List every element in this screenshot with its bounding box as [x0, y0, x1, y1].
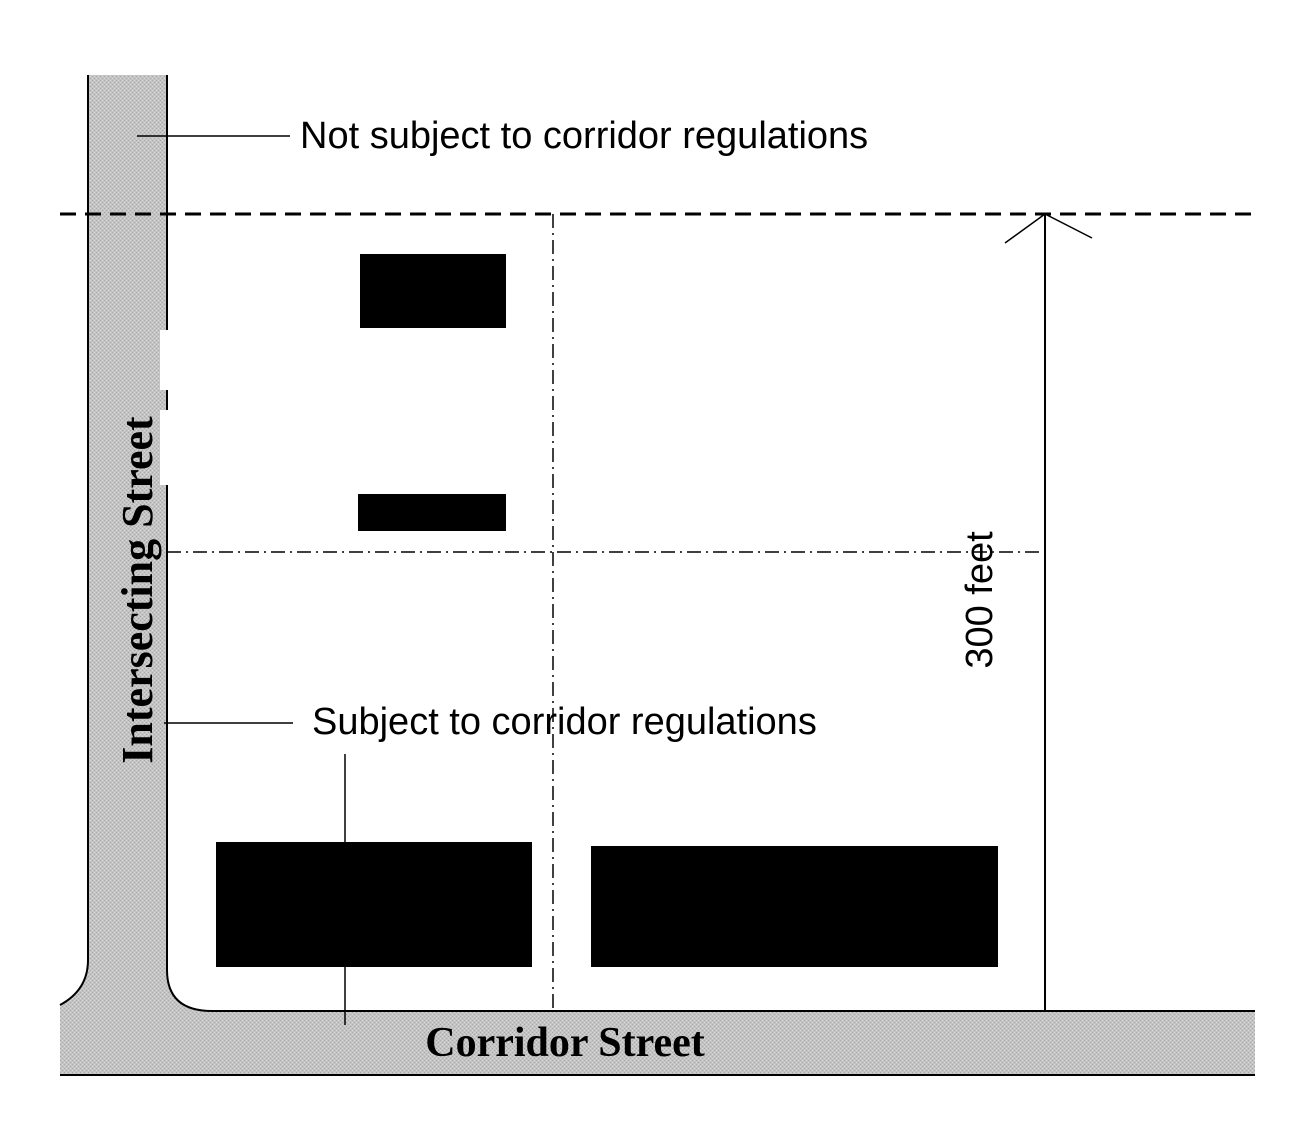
street-gap-lower	[160, 410, 170, 485]
intersecting-street-edge-right	[166, 75, 1255, 1012]
label-corridor-street: Corridor Street	[425, 1020, 705, 1066]
dimension-arrowhead	[1004, 213, 1093, 244]
label-not-subject: Not subject to corridor regulations	[300, 115, 868, 157]
label-subject: Subject to corridor regulations	[312, 701, 817, 743]
building-upper-thin	[358, 494, 506, 531]
building-upper-small	[360, 254, 506, 328]
label-dimension: 300 feet	[959, 531, 1001, 669]
building-lower-right	[591, 846, 998, 967]
building-lower-left	[216, 842, 532, 967]
label-intersecting-street: Intersecting Street	[113, 416, 162, 764]
street-gap-upper	[160, 330, 170, 390]
intersecting-street-edge-left	[59, 75, 89, 1006]
